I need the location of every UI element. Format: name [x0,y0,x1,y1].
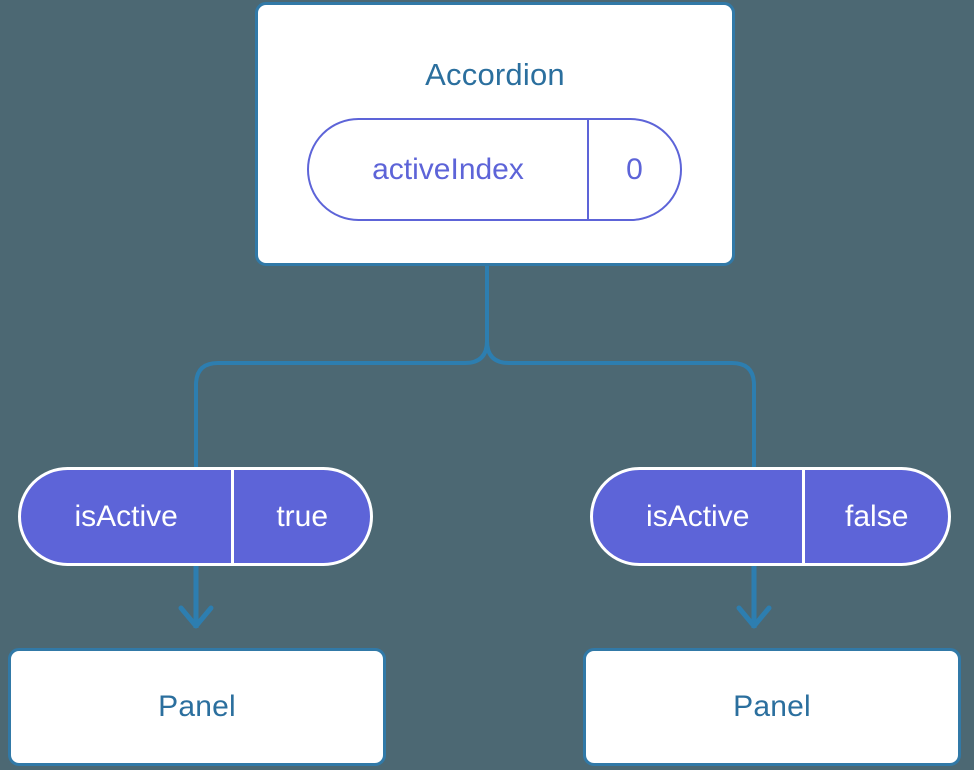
prop-pill-is-active-true[interactable]: isActive true [18,467,373,566]
arrow-left [178,566,214,629]
component-title-panel-left: Panel [158,690,236,723]
prop-pill-value: false [802,470,948,563]
component-title-panel-right: Panel [733,690,811,723]
component-node-panel-right[interactable]: Panel [583,648,961,766]
branch-connector-path [485,264,756,469]
prop-pill-key: isActive [74,499,178,533]
prop-pill-key: isActive [646,499,750,533]
branch-connector-path-left [194,264,489,469]
prop-pill-value: true [231,470,370,563]
state-pill-key: activeIndex [372,152,524,186]
component-node-panel-left[interactable]: Panel [8,648,386,766]
component-title-accordion: Accordion [425,57,565,92]
arrow-right [736,566,772,629]
prop-pill-is-active-false[interactable]: isActive false [590,467,951,566]
state-pill-value: 0 [586,120,680,219]
state-pill-active-index[interactable]: activeIndex 0 [307,118,682,221]
